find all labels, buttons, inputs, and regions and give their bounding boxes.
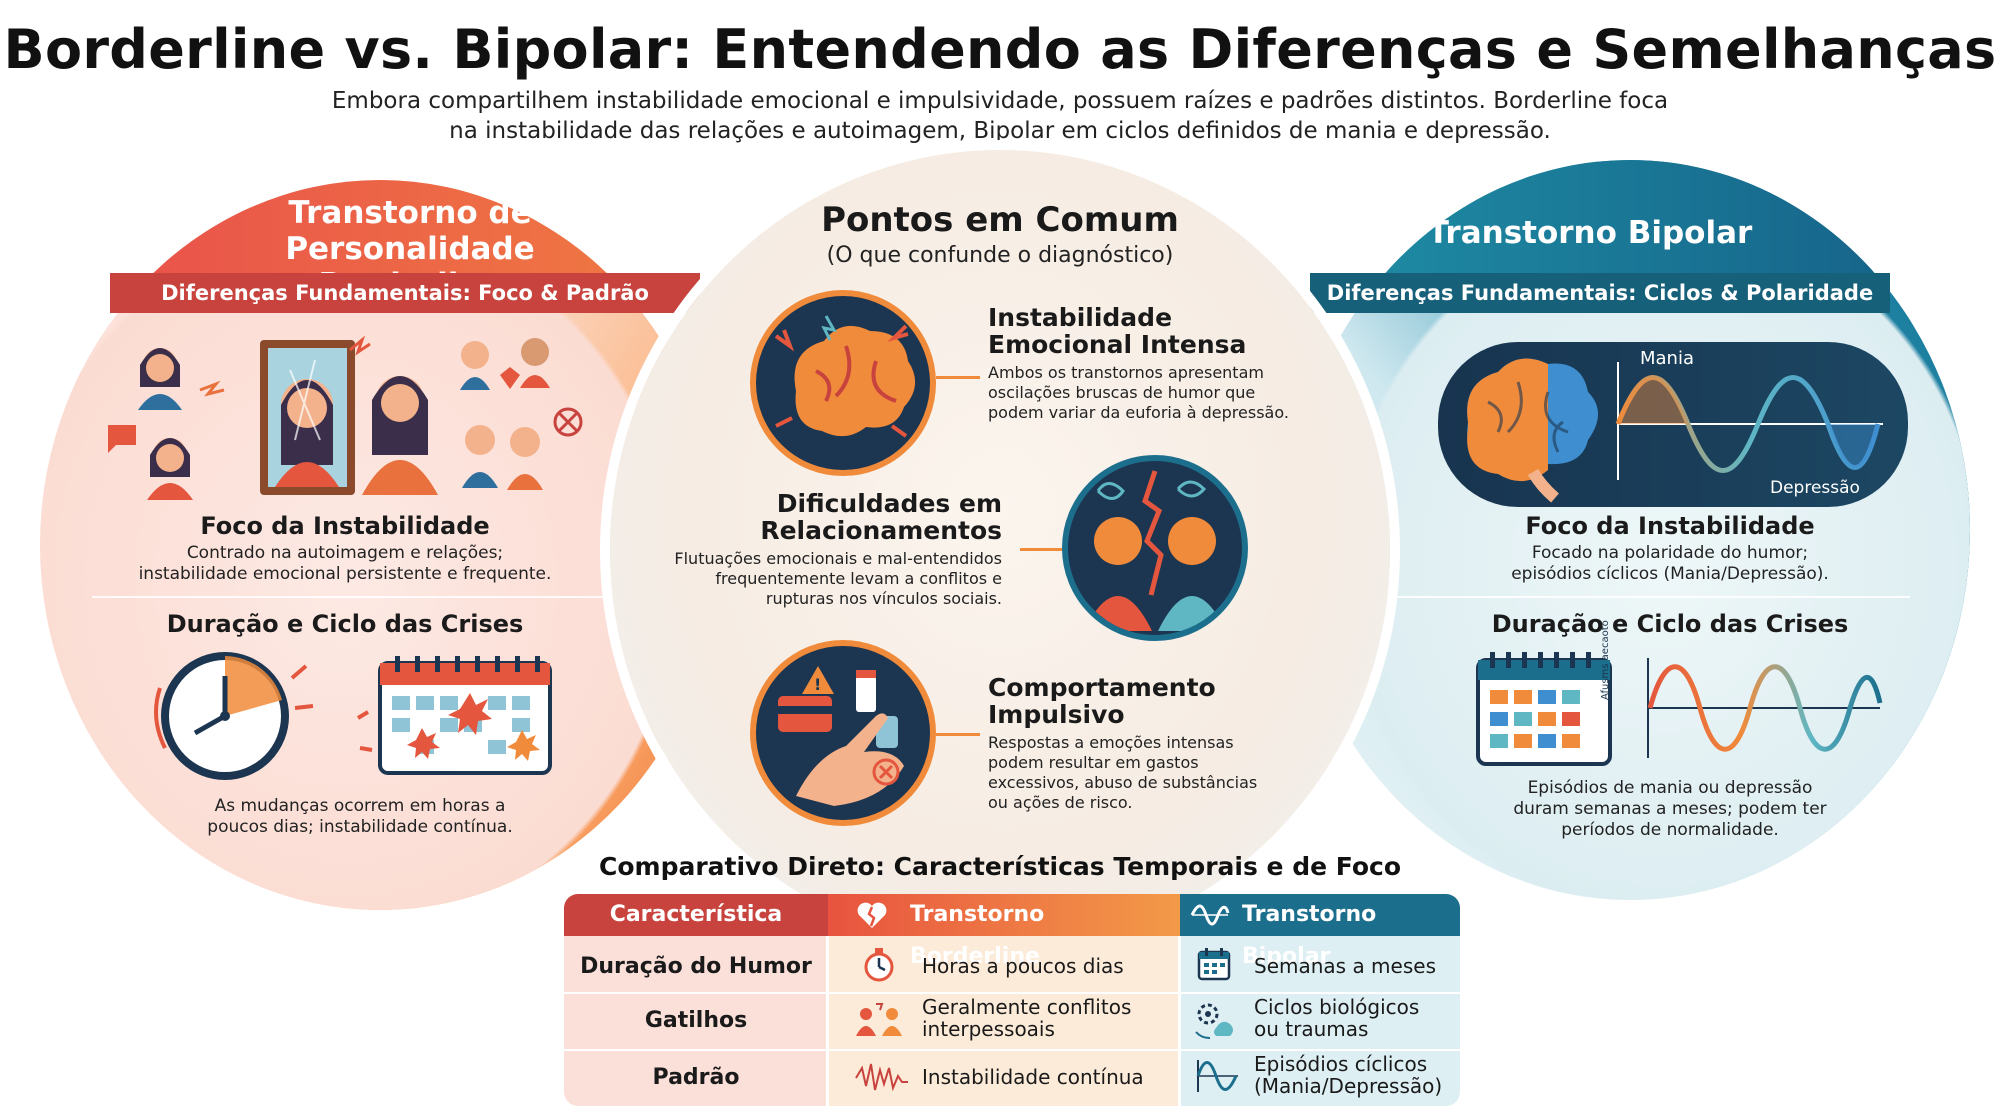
wave-icon — [1190, 904, 1230, 926]
row-3-feature: Padrão — [652, 1065, 740, 1090]
bipolar-duration-title: Duração e Ciclo das Crises — [1491, 610, 1849, 638]
common-item-1-title: Instabilidade Emocional Intensa — [988, 303, 1247, 359]
stopwatch-icon — [864, 948, 894, 982]
common-title: Pontos em Comum — [821, 200, 1179, 240]
row-2-bipolar: Ciclos biológicos ou traumas — [1254, 995, 1420, 1041]
borderline-focus-text: Contrado na autoimagem e relações; insta… — [138, 543, 552, 584]
bipolar-calendar-wave-illustration — [1476, 652, 1883, 766]
header-feature: Característica — [564, 894, 828, 936]
common-item-1-text: Ambos os transtornos apresentam oscilaçõ… — [988, 363, 1289, 422]
row-3-bipolar: Episódios cíclicos (Mania/Depressão) — [1254, 1052, 1443, 1098]
broken-heart-icon — [857, 902, 887, 928]
borderline-illustration — [108, 335, 583, 500]
row-2-borderline: Geralmente conflitos interpessoais — [922, 995, 1132, 1041]
bipolar-divider — [1390, 596, 1910, 598]
header-borderline: Transtorno Borderline — [828, 894, 1180, 969]
impulsive-behavior-icon: ! — [750, 640, 936, 826]
common-item-3-text: Respostas a emoções intensas podem resul… — [988, 733, 1258, 812]
sine-wave-icon — [1196, 1060, 1238, 1092]
page-title: Borderline vs. Bipolar: Entendendo as Di… — [3, 18, 1997, 81]
relationship-conflict-icon — [1062, 455, 1248, 641]
borderline-divider — [92, 596, 612, 598]
bipolar-band: Diferenças Fundamentais: Ciclos & Polari… — [1310, 273, 1890, 313]
emotional-brain-icon — [750, 290, 936, 476]
people-conflict-icon — [856, 1003, 902, 1036]
borderline-duration-title: Duração e Ciclo das Crises — [166, 610, 524, 638]
common-points-circle — [610, 150, 1390, 950]
erratic-line-icon — [855, 1063, 908, 1092]
bipolar-axis-label: Afusms aecaoto — [1600, 620, 1611, 700]
cycle-gears-icon — [1195, 1003, 1233, 1039]
row-1-borderline: Horas a poucos dias — [922, 954, 1124, 978]
bipolar-duration-text: Episódios de mania ou depressão duram se… — [1513, 778, 1827, 840]
row-1-bipolar: Semanas a meses — [1254, 954, 1436, 978]
comparison-title: Comparativo Direto: Características Temp… — [599, 852, 1401, 881]
page-subtitle: Embora compartilhem instabilidade emocio… — [300, 86, 1700, 146]
common-item-3-title: Comportamento Impulsivo — [988, 673, 1216, 729]
bipolar-focus-title: Foco da Instabilidade — [1525, 512, 1815, 540]
calendar-icon — [1197, 948, 1231, 981]
connector-3 — [936, 733, 980, 736]
row-3-borderline: Instabilidade contínua — [922, 1065, 1144, 1089]
borderline-focus-title: Foco da Instabilidade — [200, 512, 490, 540]
borderline-duration-text: As mudanças ocorrem em horas a poucos di… — [207, 796, 513, 837]
bipolar-focus-text: Focado na polaridade do humor; episódios… — [1511, 543, 1829, 584]
common-item-2-title: Dificuldades em Relacionamentos — [760, 489, 1002, 545]
row-1-feature: Duração do Humor — [580, 954, 812, 979]
svg-text:!: ! — [814, 675, 821, 694]
row-2-feature: Gatilhos — [644, 1008, 748, 1033]
borderline-clock-calendar-illustration — [154, 652, 552, 780]
connector-2 — [1020, 548, 1062, 551]
bipolar-title: Transtorno Bipolar — [1427, 215, 1753, 251]
subtitle-line-2: na instabilidade das relações e autoimag… — [449, 118, 1551, 144]
connector-1 — [936, 376, 980, 379]
common-item-2-text: Flutuações emocionais e mal-entendidos f… — [674, 549, 1002, 608]
borderline-band: Diferenças Fundamentais: Foco & Padrão — [110, 273, 700, 313]
comparison-table: Característica Transtorno Borderline Tra… — [564, 894, 1460, 1106]
mania-label: Mania — [1640, 348, 1694, 369]
bipolar-brain-wave-illustration — [1467, 358, 1883, 503]
subtitle-line-1: Embora compartilhem instabilidade emocio… — [331, 88, 1669, 114]
common-subtitle: (O que confunde o diagnóstico) — [826, 243, 1174, 268]
depression-label: Depressão — [1770, 478, 1860, 498]
